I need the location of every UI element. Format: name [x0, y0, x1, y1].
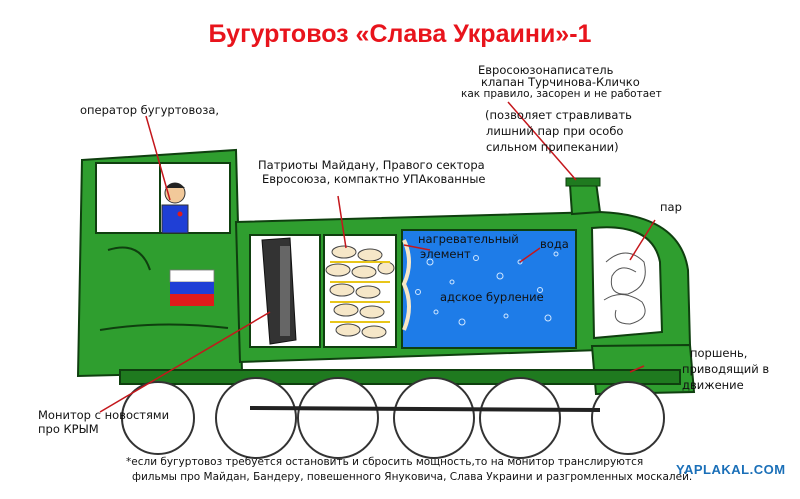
flag	[169, 269, 215, 306]
valve-note-line2: лишний пар при особо	[486, 124, 624, 138]
coupling-rod	[249, 406, 601, 412]
valve-note-line1: (позволяет стравливать	[485, 108, 632, 122]
wheel	[121, 381, 195, 455]
wheel	[297, 377, 379, 459]
wheels	[121, 377, 665, 459]
piston-label-line1: поршень,	[690, 346, 748, 360]
patriots-label-line2: Евросоюза, компактно УПАкованные	[262, 172, 486, 186]
heating-label-line2: элемент	[420, 247, 471, 261]
valve-label-line1: Евросоюзонаписатель	[478, 63, 614, 77]
boiling-label: адское бурление	[440, 290, 544, 304]
wheel	[215, 377, 297, 459]
operator-figure	[161, 182, 189, 234]
monitor-label-line1: Монитор с новостями	[38, 408, 170, 422]
wheel	[591, 381, 665, 455]
valve-label-line2: клапан Турчинова-Кличко	[481, 75, 640, 89]
water-tank	[401, 229, 577, 349]
undercarriage	[119, 369, 681, 385]
heating-label-line1: нагревательный	[418, 232, 519, 246]
valve-label-line3: как правило, засорен и не работает	[461, 88, 662, 100]
cab-detail	[99, 323, 229, 331]
footnote-line2: фильмы про Майдан, Бандеру, повешенного …	[132, 471, 693, 483]
monitor-label-line2: про КРЫМ	[38, 422, 99, 436]
bubbles	[415, 251, 559, 326]
heating-element	[401, 239, 411, 331]
steam-label: пар	[660, 200, 682, 214]
wheel	[479, 377, 561, 459]
cab-detail	[107, 246, 151, 271]
valve-note-line3: сильном припекании)	[486, 140, 619, 154]
steam-chamber	[590, 226, 664, 340]
wheel	[393, 377, 475, 459]
monitor	[261, 237, 297, 345]
leader-lines	[99, 101, 656, 413]
operator-label: оператор бугуртовоза,	[80, 103, 220, 117]
page-title: Бугуртовоз «Слава Украини»-1	[208, 20, 592, 48]
valve-chimney	[568, 180, 602, 216]
valve-cap	[565, 177, 601, 187]
piston-label-line3: движение	[682, 378, 744, 392]
watermark: YAPLAKAL.COM	[676, 462, 786, 477]
piston-label-line2: приводящий в	[682, 362, 770, 376]
water-label: вода	[540, 237, 569, 251]
patriots-label-line1: Патриоты Майдану, Правого сектора	[258, 158, 485, 172]
packed-patriots	[325, 245, 395, 339]
yellow-blue-stripes	[330, 261, 390, 323]
footnote-line1: *если бугуртовоз требуется остановить и …	[126, 456, 644, 468]
